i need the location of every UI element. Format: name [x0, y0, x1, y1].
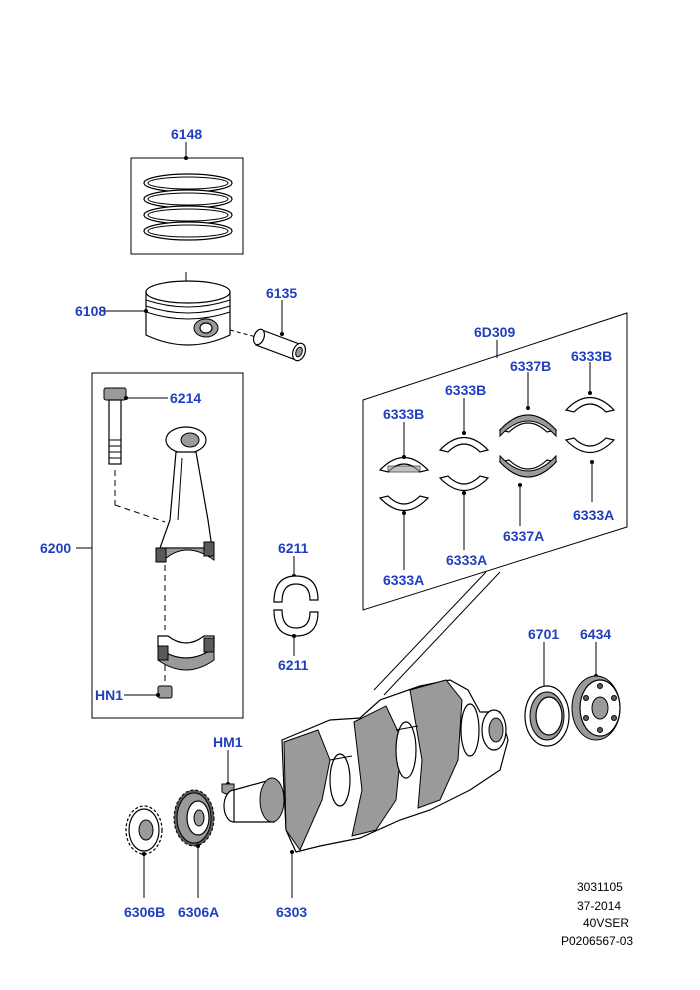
label-6d309[interactable]: 6D309 [474, 324, 515, 340]
label-6200[interactable]: 6200 [40, 540, 71, 556]
label-6306a[interactable]: 6306A [178, 904, 219, 920]
label-6333b-2[interactable]: 6333B [445, 382, 486, 398]
conrod-cap-image [157, 635, 215, 671]
reference-line-2: 37-2014 [577, 899, 621, 913]
reference-block: 3031105 37-2014 40VSER P0206567-03 [561, 880, 633, 948]
label-6211-bottom[interactable]: 6211 [278, 657, 309, 673]
rod-bearing-group: 6211 6211 [273, 540, 319, 673]
thrust-bearing-pair [498, 414, 558, 478]
piston-pin-image [252, 328, 307, 362]
conrod-image [155, 426, 215, 563]
woodruff-key-group: HM1 [213, 734, 243, 795]
rear-seal-image [524, 685, 570, 747]
bearing-shell-pair-2 [438, 436, 490, 492]
label-6135[interactable]: 6135 [266, 285, 297, 301]
conrod-group: 6200 6214 [40, 372, 244, 719]
crankshaft-group: 6303 [223, 679, 509, 920]
gear-6306a-image [173, 789, 215, 847]
label-6337a[interactable]: 6337A [503, 528, 544, 544]
bearing-shell-pair-3 [564, 396, 616, 454]
label-6306b[interactable]: 6306B [124, 904, 165, 920]
rear-seal-group: 6701 [524, 626, 570, 747]
label-6214[interactable]: 6214 [170, 390, 201, 406]
label-6333a-1[interactable]: 6333A [383, 572, 424, 588]
main-bearings-group: 6D309 6333B 6333A 6333B 6333A [362, 312, 628, 696]
piston-pin-group: 6135 [252, 285, 307, 362]
sprocket-6306b-image [125, 805, 163, 855]
rod-bearing-image [273, 575, 319, 637]
label-6337b[interactable]: 6337B [510, 358, 551, 374]
gear-6306a-group: 6306A [173, 789, 219, 920]
piston-group: 6108 [75, 272, 261, 346]
label-6701[interactable]: 6701 [528, 626, 559, 642]
piston-rings-image [143, 173, 233, 241]
reference-line-1: 3031105 [577, 880, 623, 894]
label-6434[interactable]: 6434 [580, 626, 611, 642]
label-hn1[interactable]: HN1 [95, 687, 123, 703]
label-6108[interactable]: 6108 [75, 303, 106, 319]
reference-line-3: 40VSER [583, 916, 629, 930]
label-6303[interactable]: 6303 [276, 904, 307, 920]
label-6148[interactable]: 6148 [171, 126, 202, 142]
sprocket-6306b-group: 6306B [124, 805, 165, 920]
piston-rings-group: 6148 [130, 126, 244, 255]
crankshaft-image [223, 679, 509, 853]
drive-plate-group: 6434 [571, 626, 621, 741]
conrod-nut-image [157, 685, 173, 699]
conrod-bolt-image [103, 387, 166, 523]
label-6333b-1[interactable]: 6333B [383, 406, 424, 422]
bearing-shell-pair-1 [378, 456, 430, 512]
piston-image [145, 280, 261, 346]
label-6333a-3[interactable]: 6333A [573, 507, 614, 523]
label-hm1[interactable]: HM1 [213, 734, 243, 750]
drive-plate-image [571, 675, 621, 741]
label-6333b-3[interactable]: 6333B [571, 348, 612, 364]
reference-line-4: P0206567-03 [561, 934, 633, 948]
label-6333a-2[interactable]: 6333A [446, 552, 487, 568]
label-6211-top[interactable]: 6211 [278, 540, 309, 556]
